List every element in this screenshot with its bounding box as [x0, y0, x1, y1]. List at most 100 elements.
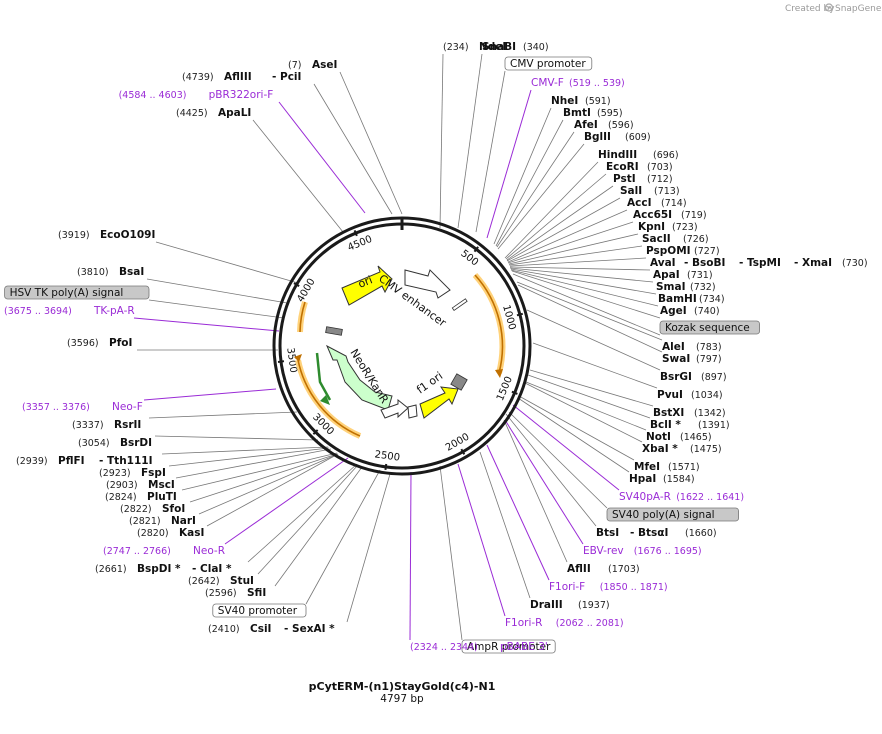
- leader-line-apali: [252, 119, 344, 233]
- site-label-sv40pa-1: (1622 .. 1641): [676, 492, 744, 503]
- site-label-rsrii-0: (3337): [72, 420, 104, 431]
- leader-line-ndei: [439, 53, 444, 229]
- site-label-nari-1: NarI: [171, 515, 196, 527]
- site-label-hindiii-0: HindIII: [598, 149, 637, 161]
- leader-line-sv40pa: [512, 404, 620, 491]
- ring-tick-label: 3500: [284, 347, 298, 374]
- leader-line-bcli: [527, 374, 651, 419]
- leader-line-afei: [496, 131, 575, 248]
- site-label-cmvf-1: (519 .. 539): [569, 78, 625, 89]
- feature-box-kozak: [659, 320, 760, 335]
- site-label-psti-0: PstI: [613, 173, 636, 185]
- site-label-sfoi-0: (2822): [120, 504, 152, 515]
- site-label-agei-1: (740): [694, 306, 720, 317]
- leader-line-pvui: [532, 342, 658, 389]
- site-label-bglii-1: (609): [625, 132, 651, 143]
- site-label-pbabe-1: pBABE 3': [500, 641, 548, 653]
- site-label-bsrdi-1: BsrDI: [120, 437, 152, 449]
- site-label-csii-2: - SexAI *: [284, 623, 335, 635]
- cmv-promoter-arc-glow: [472, 272, 506, 374]
- site-label-avai-2: - TspMI: [739, 257, 781, 269]
- leader-line-bspdi: [247, 463, 358, 563]
- site-label-pflfi-0: (2939): [16, 456, 48, 467]
- site-label-xbai-1: (1475): [690, 444, 722, 455]
- leader-lines: [133, 53, 663, 641]
- leader-line-bmti: [495, 119, 564, 247]
- leader-line-bsai: [146, 278, 288, 304]
- site-label-xbai-0: XbaI *: [642, 443, 678, 455]
- snapgene-logo-icon: [824, 3, 834, 12]
- site-label-pbr322-1: pBR322ori-F: [209, 89, 274, 101]
- site-label-bspdi-2: - ClaI *: [192, 563, 232, 575]
- feature-label-kozak: Kozak sequence: [665, 322, 750, 334]
- site-label-noti-1: (1465): [680, 432, 712, 443]
- site-label-snabi-1: (340): [523, 42, 549, 53]
- leader-line-fspi: [168, 447, 330, 467]
- leader-line-ecori: [505, 173, 607, 260]
- site-label-asei-1: AseI: [312, 59, 337, 71]
- leader-line-apai: [509, 267, 654, 283]
- site-label-bstxi-0: BstXI: [653, 407, 684, 419]
- site-label-bcli-0: BclI *: [650, 419, 681, 431]
- site-label-sacii-1: (726): [683, 234, 709, 245]
- leader-line-sv40p: [305, 469, 381, 605]
- site-label-smai-1: (732): [690, 282, 716, 293]
- left-arc: [299, 301, 306, 333]
- site-label-alei-1: (783): [696, 342, 722, 353]
- site-label-hindiii-1: (696): [653, 150, 679, 161]
- plasmid-size: 4797 bp: [380, 693, 424, 705]
- feature-box-cmvp: [504, 56, 593, 71]
- site-label-f1orir-0: F1ori-R: [505, 617, 542, 629]
- site-label-smai-0: SmaI: [656, 281, 686, 293]
- site-label-nari-0: (2821): [129, 516, 161, 527]
- site-label-acc65i-0: Acc65I: [633, 209, 672, 221]
- leader-line-bamhi: [510, 269, 659, 307]
- site-label-csii-0: (2410): [208, 624, 240, 635]
- feature-label-cmvp: CMV promoter: [510, 58, 586, 70]
- site-label-avai-3: - XmaI: [794, 257, 832, 269]
- site-label-afei-1: (596): [608, 120, 634, 131]
- site-label-stui-1: StuI: [230, 575, 254, 587]
- site-label-mfei-0: MfeI: [634, 461, 660, 473]
- cmv-promoter-arc: [474, 274, 504, 374]
- site-label-apai-1: (731): [687, 270, 713, 281]
- leader-line-hindiii: [504, 161, 599, 259]
- site-label-alei-0: AleI: [662, 341, 685, 353]
- f1-ori-label: f1 ori: [414, 369, 445, 396]
- site-label-ecori-1: (703): [647, 162, 673, 173]
- leader-line-f1orir: [457, 463, 506, 617]
- site-label-acc65i-1: (719): [681, 210, 707, 221]
- leader-line-agei: [511, 270, 661, 319]
- site-label-f1orir-1: (2062 .. 2081): [556, 618, 624, 629]
- site-label-bamhi-0: BamHI: [658, 293, 697, 305]
- site-label-bmti-1: (595): [597, 108, 623, 119]
- site-label-kasi-0: (2820): [137, 528, 169, 539]
- leader-line-swai: [517, 284, 663, 353]
- leader-line-afliii: [313, 83, 393, 215]
- leader-line-avai: [509, 266, 651, 271]
- site-label-bsrdi-0: (3054): [78, 438, 110, 449]
- feature-label-sv40polya: SV40 poly(A) signal: [612, 509, 715, 521]
- leader-line-asei: [339, 71, 403, 215]
- site-label-snabi-0: SnaBI: [482, 41, 516, 53]
- leader-line-sacii: [508, 245, 643, 266]
- leader-line-nari: [198, 453, 339, 515]
- leader-line-cmvp: [475, 70, 506, 233]
- ring-tick-mark: [293, 282, 300, 288]
- site-label-ecoo109i-1: EcoO109I: [100, 229, 155, 241]
- leader-line-stui: [257, 464, 359, 575]
- ori-feature: ori: [341, 265, 393, 306]
- site-label-bmti-0: BmtI: [563, 107, 591, 119]
- site-label-bsrgi-0: BsrGI: [660, 371, 692, 383]
- site-label-agei-0: AgeI: [660, 305, 687, 317]
- site-label-pflfi-1: PflFI: [58, 455, 85, 467]
- leader-line-kasi: [206, 453, 339, 527]
- leader-line-sfii: [274, 466, 363, 587]
- site-label-afliii-1: AflIII: [224, 71, 252, 83]
- site-label-sfii-0: (2596): [205, 588, 237, 599]
- leader-line-pbabe: [409, 471, 412, 641]
- leader-line-neof: [143, 388, 277, 401]
- site-label-sacii-0: SacII: [642, 233, 671, 245]
- site-label-bsrgi-1: (897): [701, 372, 727, 383]
- ring-tick-label: 2500: [374, 449, 401, 463]
